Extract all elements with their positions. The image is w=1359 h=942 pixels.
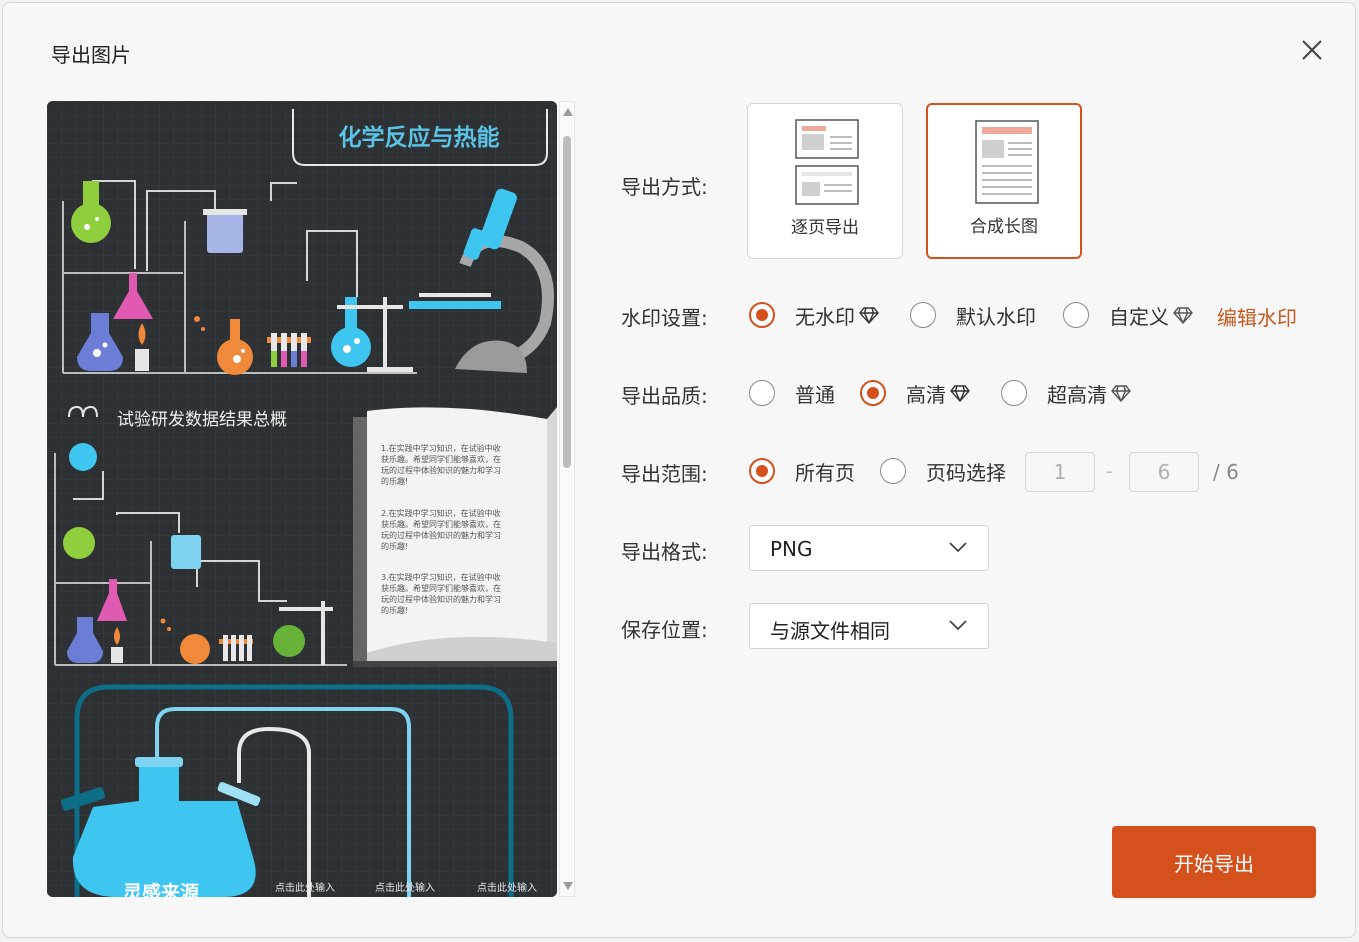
close-button[interactable]	[1299, 37, 1325, 63]
preview-page2-title: 试验研发数据结果总概	[117, 410, 287, 430]
preview-pane: 化学反应与热能	[47, 101, 557, 897]
preview-scrollbar[interactable]	[559, 101, 575, 897]
preview-page1-title: 化学反应与热能	[339, 124, 500, 151]
dialog-title: 导出图片	[51, 43, 131, 67]
save-location-label: 保存位置:	[621, 618, 708, 642]
edit-watermark-link[interactable]: 编辑水印	[1217, 306, 1297, 330]
close-icon	[1302, 40, 1322, 60]
range-all-label: 所有页	[795, 460, 855, 485]
radio-custom-watermark[interactable]	[1063, 302, 1089, 328]
preview-para3-line2: 获乐趣。希望同学们能够喜欢，在	[381, 583, 501, 593]
scroll-thumb[interactable]	[563, 136, 571, 468]
preview-page3-input-1: 点击此处输入	[275, 881, 335, 894]
radio-range-all[interactable]	[749, 458, 775, 484]
per-page-icon	[795, 119, 859, 205]
quality-option-normal[interactable]: 普通	[749, 378, 835, 408]
scroll-down-arrow-icon[interactable]	[563, 882, 573, 890]
watermark-default-label: 默认水印	[956, 304, 1036, 329]
range-label: 导出范围:	[621, 462, 708, 486]
radio-quality-hd[interactable]	[860, 380, 886, 406]
preview-page3-input-3: 点击此处输入	[477, 881, 537, 894]
preview-page3-input-2: 点击此处输入	[375, 881, 435, 894]
long-image-icon	[975, 120, 1039, 204]
preview-para2-line2: 获乐趣。希望同学们能够喜欢，在	[381, 519, 501, 529]
preview-page-1: 化学反应与热能	[62, 109, 554, 375]
preview-para1-line1: 1.在实践中学习知识，在试验中收	[381, 443, 501, 453]
export-mode-long-image[interactable]: 合成长图	[926, 103, 1082, 259]
watermark-option-none[interactable]: 无水印	[749, 300, 879, 330]
preview-para1-line3: 玩的过程中体验知识的魅力和学习	[381, 465, 501, 475]
quality-option-hd[interactable]: 高清	[860, 378, 970, 408]
format-label: 导出格式:	[621, 540, 708, 564]
diamond-icon	[1173, 307, 1193, 325]
save-location-select[interactable]: 与源文件相同	[749, 603, 989, 649]
diamond-icon	[859, 307, 879, 325]
radio-none-watermark[interactable]	[749, 302, 775, 328]
format-select[interactable]: PNG	[749, 525, 989, 571]
start-export-button[interactable]: 开始导出	[1112, 826, 1316, 898]
watermark-option-custom[interactable]: 自定义	[1063, 300, 1193, 330]
preview-page3-title: 灵感来源	[123, 881, 199, 897]
preview-para1-line4: 的乐趣!	[381, 476, 408, 486]
preview-para1-line2: 获乐趣。希望同学们能够喜欢，在	[381, 454, 501, 464]
page-to-input[interactable]: 6	[1129, 452, 1199, 492]
chevron-down-icon	[949, 542, 967, 553]
preview-image: 化学反应与热能	[47, 101, 557, 897]
preview-para2-line4: 的乐趣!	[381, 541, 408, 551]
chevron-down-icon	[949, 620, 967, 631]
preview-para2-line1: 2.在实践中学习知识，在试验中收	[381, 508, 501, 518]
radio-quality-uhd[interactable]	[1001, 380, 1027, 406]
page-from-input[interactable]: 1	[1025, 452, 1095, 492]
quality-label: 导出品质:	[621, 384, 708, 408]
export-mode-long-image-label: 合成长图	[970, 217, 1038, 237]
preview-page-2: 试验研发数据结果总概	[54, 405, 557, 667]
export-mode-label: 导出方式:	[621, 175, 708, 199]
page-range-dash: -	[1106, 461, 1113, 482]
page-total: / 6	[1213, 460, 1239, 484]
watermark-label: 水印设置:	[621, 306, 708, 330]
diamond-icon	[950, 385, 970, 403]
range-pages-label: 页码选择	[926, 460, 1006, 485]
range-option-all[interactable]: 所有页	[749, 456, 855, 486]
scroll-up-arrow-icon[interactable]	[563, 108, 573, 116]
export-mode-per-page-label: 逐页导出	[791, 218, 859, 238]
radio-quality-normal[interactable]	[749, 380, 775, 406]
export-mode-per-page[interactable]: 逐页导出	[747, 103, 903, 259]
preview-para3-line3: 玩的过程中体验知识的魅力和学习	[381, 594, 501, 604]
quality-option-uhd[interactable]: 超高清	[1001, 378, 1131, 408]
preview-para3-line4: 的乐趣!	[381, 605, 408, 615]
range-option-pages[interactable]: 页码选择	[880, 456, 1006, 486]
preview-para3-line1: 3.在实践中学习知识，在试验中收	[381, 572, 501, 582]
quality-hd-label: 高清	[906, 382, 946, 407]
watermark-option-default[interactable]: 默认水印	[910, 300, 1036, 330]
preview-page-3: 灵感来源 点击此处输入 点击此处输入 点击此处输入	[61, 684, 537, 897]
watermark-custom-label: 自定义	[1109, 304, 1169, 329]
quality-normal-label: 普通	[795, 382, 835, 407]
radio-default-watermark[interactable]	[910, 302, 936, 328]
save-location-value: 与源文件相同	[770, 619, 890, 643]
diamond-icon	[1111, 385, 1131, 403]
format-value: PNG	[770, 537, 813, 561]
watermark-none-label: 无水印	[795, 304, 855, 329]
preview-para2-line3: 玩的过程中体验知识的魅力和学习	[381, 530, 501, 540]
quality-uhd-label: 超高清	[1047, 382, 1107, 407]
radio-range-pages[interactable]	[880, 458, 906, 484]
